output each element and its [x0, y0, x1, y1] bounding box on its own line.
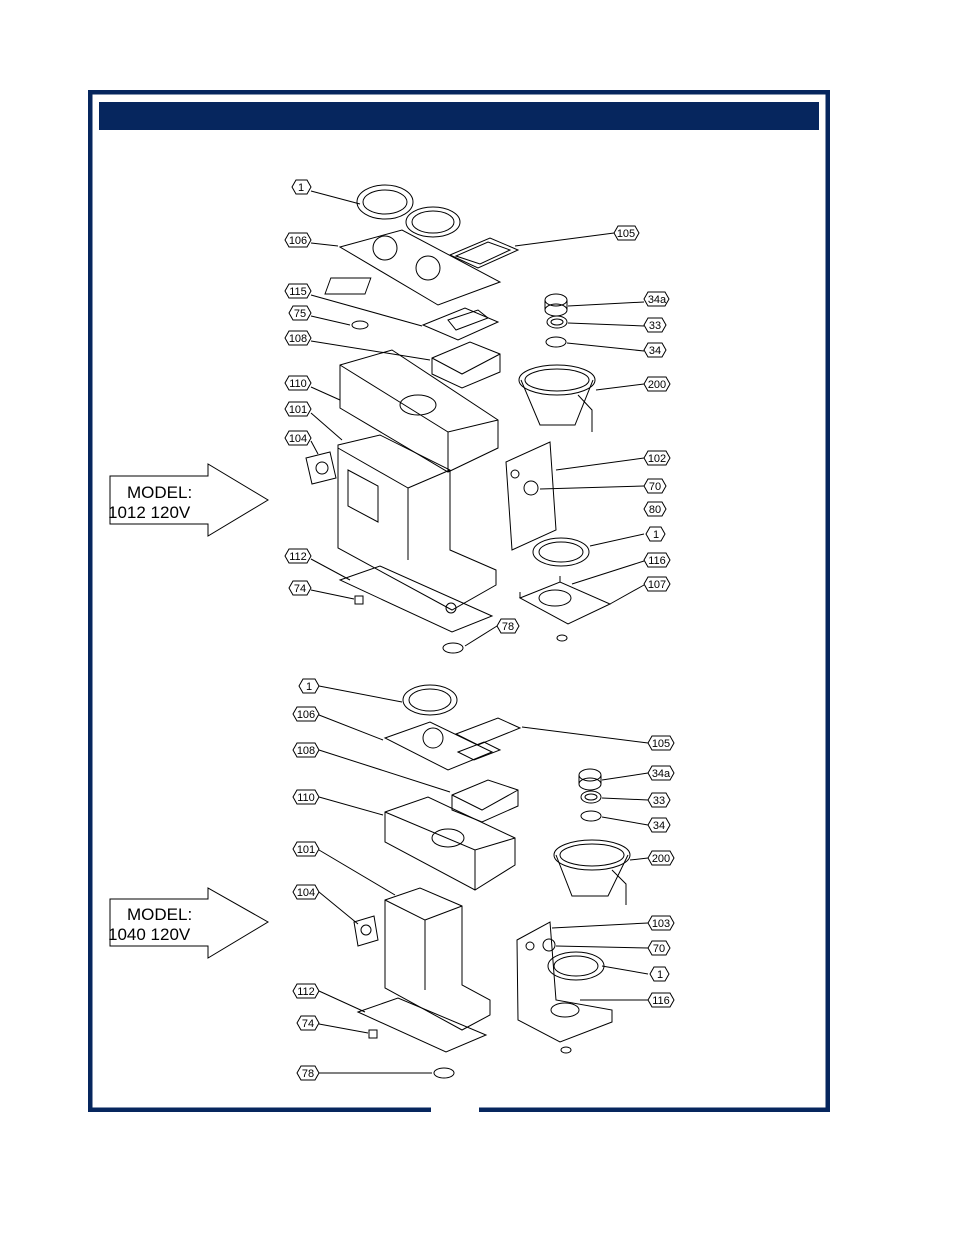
callout-badge: 105 — [647, 735, 675, 751]
callout-badge: 200 — [647, 850, 675, 866]
svg-text:106: 106 — [289, 235, 307, 247]
svg-text:115: 115 — [289, 286, 307, 298]
svg-text:108: 108 — [297, 745, 315, 757]
svg-text:116: 116 — [652, 995, 670, 1007]
svg-text:34a: 34a — [648, 294, 667, 306]
svg-text:110: 110 — [289, 378, 307, 390]
callout-badge: 103 — [647, 915, 675, 931]
svg-text:106: 106 — [297, 709, 315, 721]
callout-badge: 104 — [292, 884, 320, 900]
callout-badge: 101 — [292, 841, 320, 857]
svg-text:101: 101 — [289, 404, 307, 416]
callout-badge: 1 — [649, 966, 670, 982]
callout-badge: 108 — [292, 742, 320, 758]
callout-badge: 1 — [645, 526, 666, 542]
svg-text:1: 1 — [653, 529, 659, 541]
svg-text:116: 116 — [648, 555, 666, 567]
svg-text:101: 101 — [297, 844, 315, 856]
model-arrow-1040: MODEL: 1040 120V — [108, 887, 269, 959]
callout-badge: 116 — [647, 992, 675, 1008]
svg-text:33: 33 — [653, 795, 665, 807]
svg-text:104: 104 — [289, 433, 307, 445]
svg-text:78: 78 — [502, 621, 514, 633]
top-model-parts — [305, 184, 612, 654]
model-1040-label1: MODEL: — [127, 905, 192, 924]
callout-badge: 107 — [643, 576, 671, 592]
svg-text:110: 110 — [297, 792, 315, 804]
callout-badge: 33 — [643, 317, 667, 333]
svg-text:70: 70 — [653, 943, 665, 955]
svg-text:103: 103 — [652, 918, 670, 930]
svg-text:33: 33 — [649, 320, 661, 332]
callout-badge: 116 — [643, 552, 671, 568]
page-frame — [88, 90, 830, 1112]
callout-badge: 108 — [284, 330, 312, 346]
callout-badge: 78 — [496, 618, 520, 634]
svg-text:104: 104 — [297, 887, 315, 899]
svg-text:1: 1 — [298, 182, 304, 194]
svg-text:108: 108 — [289, 333, 307, 345]
callout-badge: 70 — [647, 940, 671, 956]
svg-text:78: 78 — [302, 1068, 314, 1080]
svg-text:102: 102 — [648, 453, 666, 465]
callout-badge: 74 — [296, 1015, 320, 1031]
callout-badge: 104 — [284, 430, 312, 446]
callout-badge: 75 — [288, 305, 312, 321]
svg-text:200: 200 — [648, 379, 666, 391]
callouts-bottom: 1 106 105 108 34a 33 110 34 200 101 104 … — [292, 678, 675, 1081]
callout-badge: 115 — [284, 283, 312, 299]
callout-badge: 110 — [284, 375, 312, 391]
svg-text:112: 112 — [297, 986, 315, 998]
header-band — [99, 102, 819, 130]
svg-text:34: 34 — [653, 820, 665, 832]
svg-text:34: 34 — [649, 345, 661, 357]
callout-badge: 70 — [643, 478, 667, 494]
svg-text:200: 200 — [652, 853, 670, 865]
svg-text:75: 75 — [294, 308, 306, 320]
callout-badge: 105 — [613, 225, 640, 241]
model-arrow-1012: MODEL: 1012 120V — [108, 463, 269, 537]
bottom-model-parts — [353, 684, 631, 1079]
callout-badge: 34a — [643, 291, 670, 307]
frame-border — [88, 90, 830, 1112]
callout-badge: 78 — [296, 1065, 320, 1081]
svg-text:1: 1 — [657, 969, 663, 981]
callout-badge: 34 — [643, 342, 667, 358]
callouts-top: 1 106 105 115 75 34a 33 108 34 110 200 1… — [284, 179, 671, 634]
callout-badge: 34 — [647, 817, 671, 833]
svg-text:105: 105 — [652, 738, 670, 750]
model-1012-label2: 1012 120V — [108, 503, 191, 522]
model-1012-label1: MODEL: — [127, 483, 192, 502]
model-1040-label2: 1040 120V — [108, 925, 191, 944]
svg-text:70: 70 — [649, 481, 661, 493]
callout-badge: 34a — [647, 765, 675, 781]
svg-text:34a: 34a — [652, 768, 671, 780]
callout-badge: 74 — [288, 580, 312, 596]
callout-badge: 1 — [298, 678, 320, 694]
callout-badge: 106 — [292, 706, 320, 722]
svg-text:107: 107 — [648, 579, 666, 591]
leader-lines — [310, 190, 649, 1074]
svg-text:105: 105 — [617, 228, 635, 240]
callout-badge: 112 — [284, 548, 312, 564]
svg-text:112: 112 — [289, 551, 307, 563]
callout-badge: 110 — [292, 789, 320, 805]
svg-text:1: 1 — [306, 681, 312, 693]
callout-badge: 80 — [643, 501, 667, 517]
svg-text:74: 74 — [294, 583, 306, 595]
callout-badge: 106 — [284, 232, 312, 248]
svg-text:74: 74 — [302, 1018, 314, 1030]
callout-badge: 200 — [643, 376, 671, 392]
callout-badge: 101 — [284, 401, 312, 417]
callout-badge: 112 — [292, 983, 320, 999]
callout-badge: 1 — [291, 179, 312, 195]
callout-badge: 33 — [647, 792, 671, 808]
callout-badge: 102 — [643, 450, 671, 466]
svg-text:80: 80 — [649, 504, 661, 516]
